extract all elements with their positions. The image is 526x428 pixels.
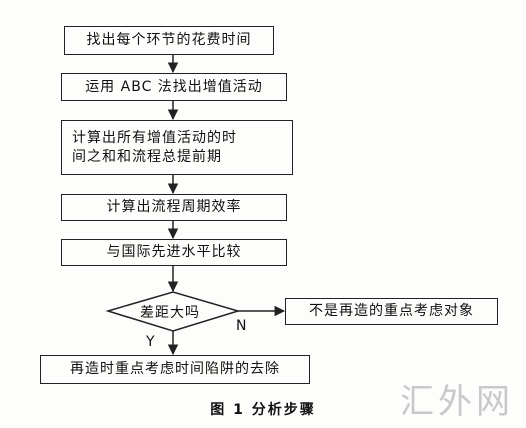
step-find-time-cost: 找出每个环节的花费时间 [64, 26, 274, 55]
yes-branch-label: Y [146, 334, 155, 350]
no-branch-label: N [236, 318, 247, 334]
step-benchmark-compare-label: 与国际先进水平比较 [106, 244, 242, 260]
step-find-time-cost-label: 找出每个环节的花费时间 [86, 32, 252, 48]
decision-label: 差距大吗 [140, 305, 200, 321]
step-cycle-efficiency: 计算出流程周期效率 [61, 194, 287, 221]
step-remove-time-traps-label: 再造时重点考虑时间陷阱的去除 [70, 361, 280, 377]
step-benchmark-compare: 与国际先进水平比较 [61, 239, 287, 266]
step-compute-value-time-line2: 间之和和流程总提前期 [72, 148, 222, 165]
step-compute-value-time: 计算出所有增值活动的时 间之和和流程总提前期 [61, 120, 293, 175]
step-remove-time-traps: 再造时重点考虑时间陷阱的去除 [40, 355, 310, 384]
step-abc-method: 运用 ABC 法找出增值活动 [61, 73, 287, 101]
step-cycle-efficiency-label: 计算出流程周期效率 [106, 199, 242, 215]
step-compute-value-time-line1: 计算出所有增值活动的时 [72, 129, 237, 146]
figure-caption: 图 1 分析步骤 [210, 402, 316, 418]
step-abc-method-label: 运用 ABC 法找出增值活动 [85, 78, 263, 95]
step-not-reengineering-focus: 不是再造的重点考虑对象 [285, 298, 498, 325]
step-not-reengineering-focus-label: 不是再造的重点考虑对象 [309, 303, 474, 319]
decision-diamond [105, 291, 241, 332]
site-watermark: 汇外网 [400, 382, 514, 422]
